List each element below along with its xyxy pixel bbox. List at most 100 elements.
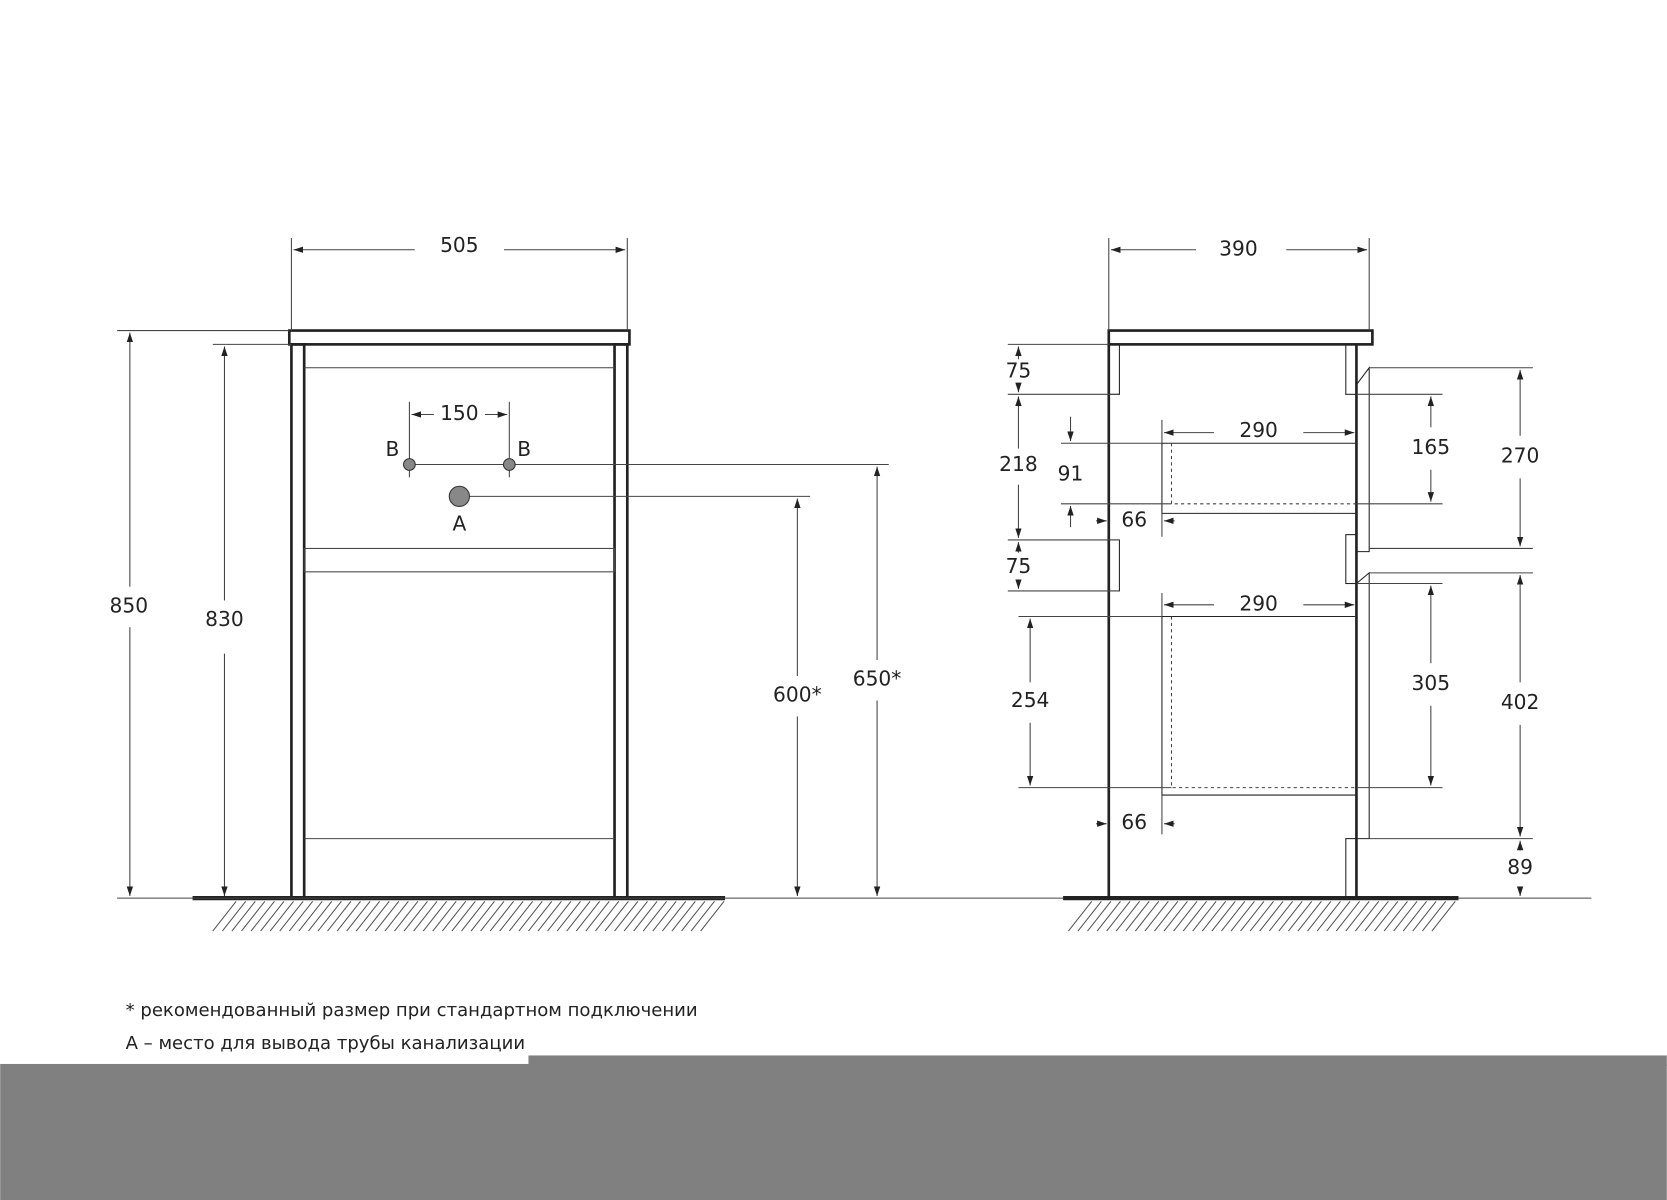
hatch-stroke bbox=[1393, 901, 1418, 932]
hatch-stroke bbox=[700, 901, 725, 932]
dim-lower-drawer-inset: 66 bbox=[1121, 810, 1147, 834]
hatch-stroke bbox=[642, 901, 668, 932]
hatch-stroke bbox=[1364, 901, 1389, 932]
dim-width: 505 bbox=[440, 233, 479, 257]
hatch-stroke bbox=[1154, 901, 1179, 932]
hatch-stroke bbox=[681, 901, 706, 932]
hatch-stroke bbox=[241, 901, 266, 932]
front-top-rail bbox=[1108, 343, 1120, 395]
middle-rail bbox=[303, 547, 616, 573]
upper-drawer bbox=[1161, 442, 1356, 514]
hatch-stroke bbox=[1115, 901, 1141, 932]
hatch-stroke bbox=[671, 901, 696, 932]
hatch-stroke bbox=[489, 901, 514, 932]
hatch-stroke bbox=[413, 901, 438, 932]
hatch-stroke bbox=[327, 901, 352, 932]
hatch-stroke bbox=[1211, 901, 1236, 932]
hatch-stroke bbox=[1421, 901, 1447, 932]
hatch-stroke bbox=[1297, 901, 1322, 932]
hatch-stroke bbox=[1412, 901, 1437, 932]
back-wall-lower bbox=[1356, 571, 1370, 840]
hatch-stroke bbox=[384, 901, 409, 932]
hatch-stroke bbox=[604, 901, 629, 932]
hatch-stroke bbox=[355, 901, 381, 932]
hatch-stroke bbox=[594, 901, 620, 932]
hatch-stroke bbox=[575, 901, 601, 932]
hatch-stroke bbox=[1192, 901, 1217, 932]
hatch-stroke bbox=[1259, 901, 1284, 932]
dim-water-height: 650* bbox=[853, 667, 902, 691]
dim-plinth: 89 bbox=[1507, 855, 1533, 879]
dim-top-rail: 75 bbox=[1006, 359, 1032, 383]
dim-upper-drawer-inset: 66 bbox=[1121, 507, 1147, 531]
hatch-stroke bbox=[441, 901, 467, 932]
hatch-stroke bbox=[298, 901, 323, 932]
hatch-stroke bbox=[470, 901, 495, 932]
dim-lower-drawer-depth: 290 bbox=[1239, 591, 1278, 615]
back-wall-upper bbox=[1356, 366, 1370, 553]
hatch-stroke bbox=[528, 901, 553, 932]
note-recommended-size: * рекомендованный размер при стандартном… bbox=[126, 1000, 698, 1021]
hatch-stroke bbox=[308, 901, 333, 932]
hatch-stroke bbox=[1221, 901, 1246, 932]
hatch-stroke bbox=[317, 901, 342, 932]
dim-drain-height: 600* bbox=[773, 683, 822, 707]
hatch-stroke bbox=[537, 901, 562, 932]
dim-upper-section: 270 bbox=[1501, 444, 1540, 468]
right-leg bbox=[613, 343, 629, 900]
water-outlet-right bbox=[502, 458, 516, 471]
water-outlet-left bbox=[403, 458, 416, 471]
hatch-stroke bbox=[1182, 901, 1207, 932]
hatch-stroke bbox=[547, 901, 572, 932]
dim-depth: 390 bbox=[1219, 236, 1258, 260]
hatch-stroke bbox=[279, 901, 304, 932]
hatch-stroke bbox=[499, 901, 524, 932]
hatch-stroke bbox=[556, 901, 581, 932]
hatch-stroke bbox=[1240, 901, 1265, 932]
hatch-stroke bbox=[336, 901, 361, 932]
dim-upper-gap: 218 bbox=[999, 452, 1038, 476]
hatch-stroke bbox=[1268, 901, 1294, 932]
hatch-stroke bbox=[585, 901, 610, 932]
hatch-stroke bbox=[269, 901, 294, 932]
hatch-stroke bbox=[1106, 901, 1131, 932]
hatch-stroke bbox=[508, 901, 534, 932]
hatch-stroke bbox=[1096, 901, 1121, 932]
dim-upper-drawer-height: 165 bbox=[1412, 435, 1451, 459]
hatch-stroke bbox=[461, 901, 486, 932]
dim-upper-drawer-depth: 290 bbox=[1239, 418, 1278, 442]
hatch-stroke bbox=[1087, 901, 1112, 932]
hatch-stroke bbox=[652, 901, 677, 932]
dim-mid-rail: 75 bbox=[1006, 554, 1032, 578]
back-mid-rail bbox=[1345, 534, 1357, 585]
side-view: 390 75 218 75 91 66 66 290 bbox=[999, 236, 1540, 932]
hatch-stroke bbox=[1335, 901, 1361, 932]
drain-outlet bbox=[448, 485, 470, 507]
hatch-stroke bbox=[623, 901, 648, 932]
hatch-stroke bbox=[1249, 901, 1274, 932]
hatch-stroke bbox=[422, 901, 448, 932]
hatch-stroke bbox=[661, 901, 687, 932]
hatch-stroke bbox=[212, 901, 237, 932]
hatch-stroke bbox=[250, 901, 275, 932]
hatch-stroke bbox=[1307, 901, 1332, 932]
hatch-stroke bbox=[260, 901, 285, 932]
hatch-stroke bbox=[480, 901, 505, 932]
hatch-stroke bbox=[1125, 901, 1150, 932]
hatch-stroke bbox=[614, 901, 639, 932]
hatch-stroke bbox=[690, 901, 715, 932]
hatch-stroke bbox=[1134, 901, 1160, 932]
dim-outlet-spacing: 150 bbox=[440, 401, 479, 425]
hatch-stroke bbox=[403, 901, 428, 932]
label-b-left: B bbox=[385, 437, 399, 461]
hatch-stroke bbox=[1077, 901, 1102, 932]
hatch-stroke bbox=[1278, 901, 1303, 932]
hatch-stroke bbox=[1316, 901, 1341, 932]
hatch-stroke bbox=[1173, 901, 1198, 932]
hatch-stroke bbox=[365, 901, 390, 932]
note-drain-location: A – место для вывода трубы канализации bbox=[126, 1033, 525, 1054]
hatch-stroke bbox=[1354, 901, 1380, 932]
dim-lower-section: 402 bbox=[1501, 690, 1540, 714]
back-top-rail bbox=[1345, 343, 1357, 395]
